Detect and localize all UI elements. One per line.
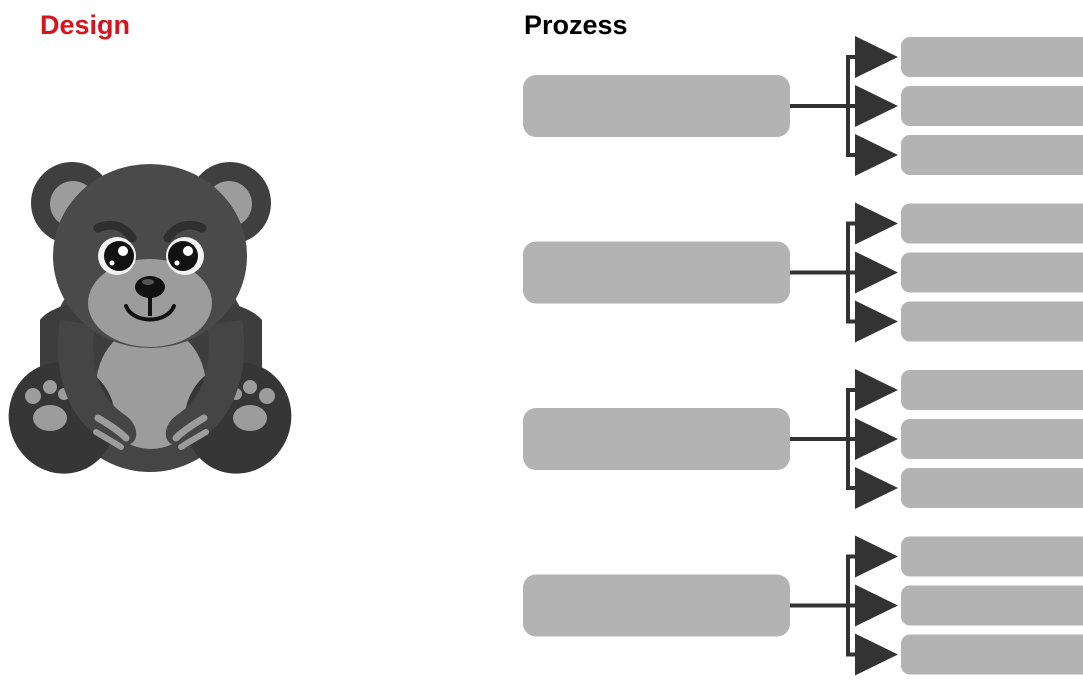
arrow-icon [855,633,898,676]
process-group [523,36,1083,176]
branch-step-box [901,301,1083,342]
main-step-box [523,574,790,637]
main-step-box [523,241,790,304]
arrow-icon [855,584,898,627]
arrow-icon [855,134,898,176]
process-group [523,535,1083,676]
main-step-box [523,75,790,137]
branch-step-box [901,203,1083,244]
branch-step-box [901,135,1083,175]
branch-step-box [901,468,1083,508]
branch-step-box [901,86,1083,126]
arrow-icon [855,535,898,578]
branch-step-box [901,536,1083,577]
arrow-icon [855,202,898,245]
branch-step-box [901,585,1083,626]
branch-step-box [901,37,1083,77]
branch-step-box [901,419,1083,459]
teddy-bear-icon [8,162,292,474]
branch-step-box [901,252,1083,293]
process-group [523,369,1083,509]
arrow-icon [855,467,898,509]
arrow-icon [855,300,898,343]
arrow-icon [855,369,898,411]
arrow-icon [855,418,898,460]
process-group [523,202,1083,343]
branch-step-box [901,370,1083,410]
design-title: Design [40,10,131,40]
arrow-icon [855,251,898,294]
process-title: Prozess [524,10,628,40]
arrow-icon [855,36,898,78]
arrow-icon [855,85,898,127]
main-step-box [523,408,790,470]
branch-step-box [901,634,1083,675]
